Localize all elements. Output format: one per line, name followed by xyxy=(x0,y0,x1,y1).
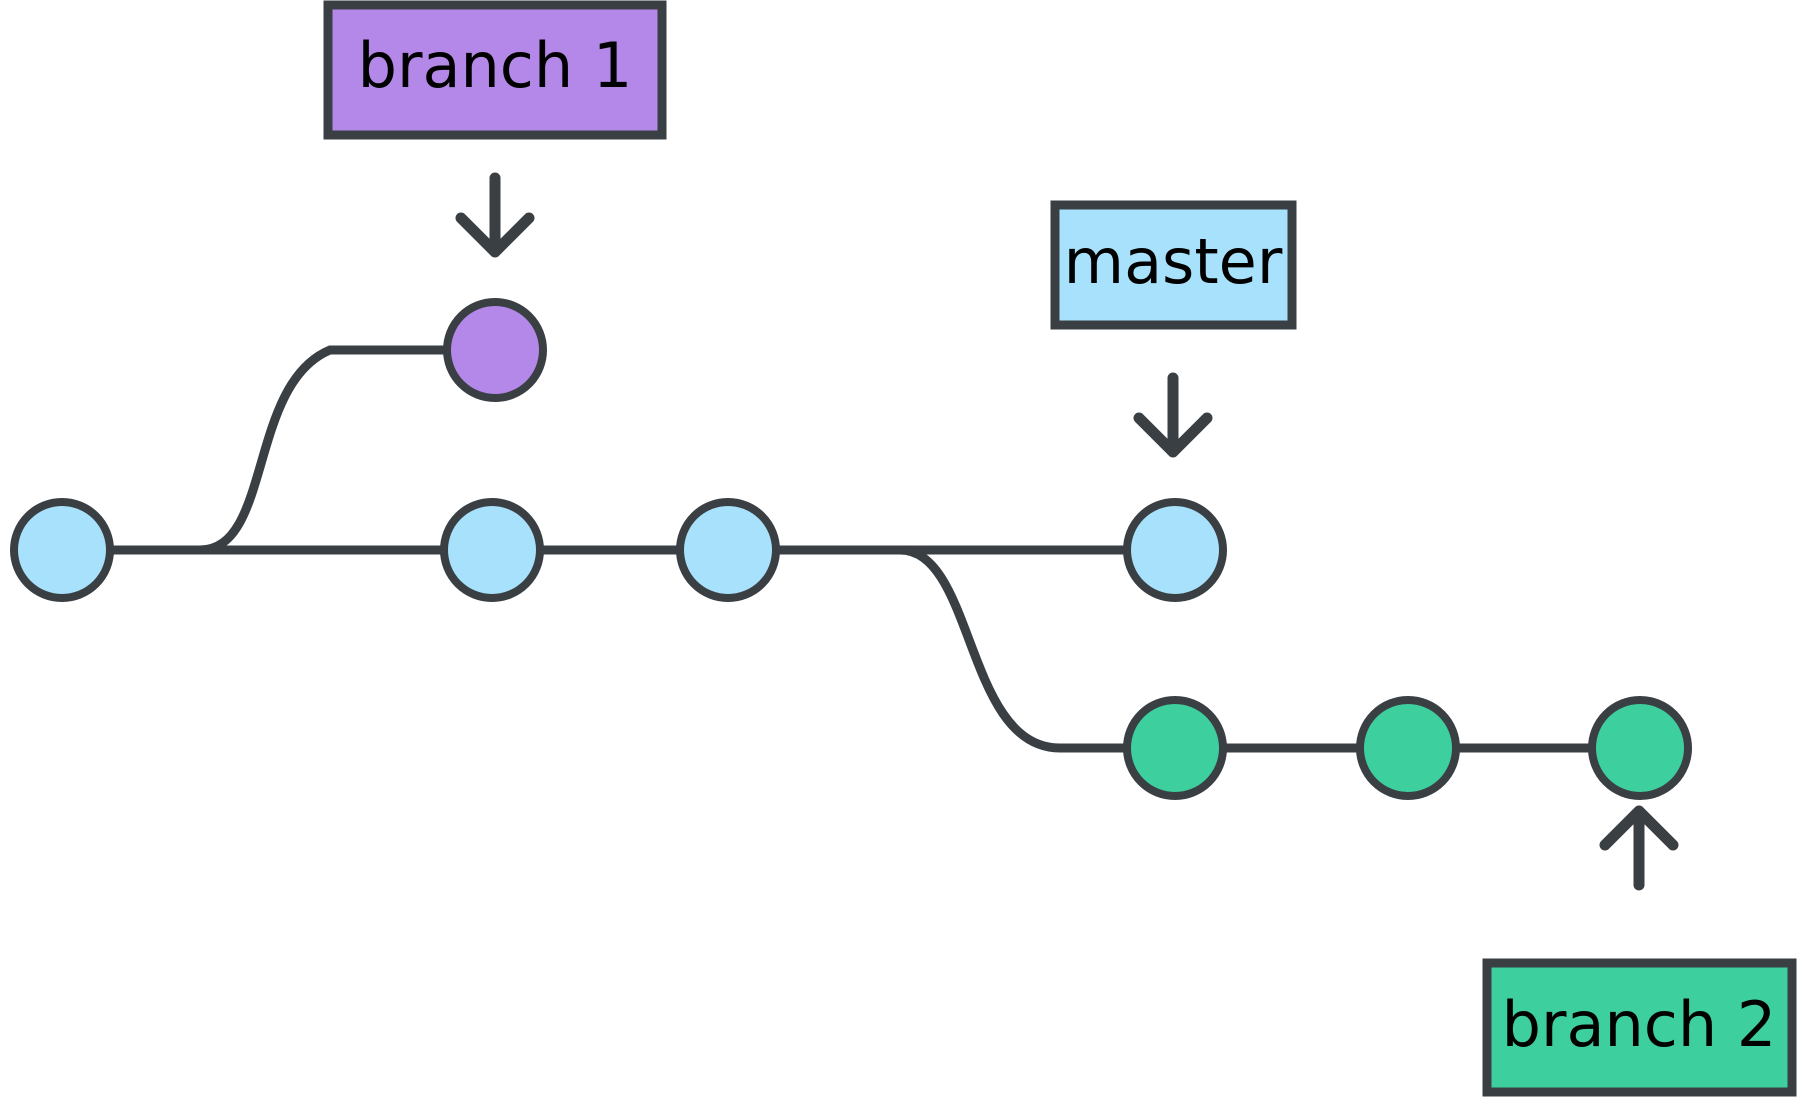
branch-2-pointer-arrow-icon xyxy=(1599,805,1679,891)
commit-node-branch-2-1[interactable] xyxy=(1123,696,1227,800)
label-text-group: branch 1 master branch 2 xyxy=(358,29,1777,1061)
branch-2-label-box[interactable] xyxy=(1482,958,1797,1097)
label-box-group xyxy=(323,0,1797,1097)
commit-node-master-1[interactable] xyxy=(10,498,114,602)
commit-node-branch-2-3[interactable] xyxy=(1588,696,1692,800)
master-label-box[interactable] xyxy=(1050,200,1297,330)
commit-node-master-4[interactable] xyxy=(1123,498,1227,602)
commit-node-branch-1-1[interactable] xyxy=(443,298,547,402)
branch-1-label-text: branch 1 xyxy=(358,29,633,102)
arrow-group xyxy=(455,172,1679,891)
commit-node-master-2[interactable] xyxy=(440,498,544,602)
branch-1-label-box[interactable] xyxy=(323,0,667,140)
branch-1-pointer-arrow-icon xyxy=(455,172,535,258)
edge-fork-to-branch-2 xyxy=(895,545,1132,753)
commit-node-group xyxy=(10,298,1692,800)
edge-group xyxy=(105,345,1597,753)
master-label-text: master xyxy=(1064,225,1283,298)
branch-2-label-text: branch 2 xyxy=(1502,988,1777,1061)
commit-node-branch-2-2[interactable] xyxy=(1356,696,1460,800)
edge-fork-to-branch-1 xyxy=(195,345,452,555)
master-pointer-arrow-icon xyxy=(1133,372,1213,458)
commit-node-master-3[interactable] xyxy=(676,498,780,602)
